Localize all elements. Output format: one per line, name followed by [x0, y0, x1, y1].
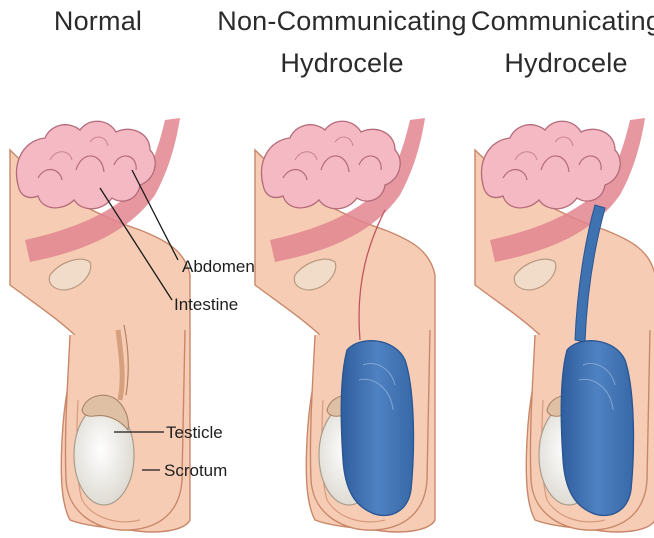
panel-communicating: Communicating Hydrocele [471, 6, 654, 532]
title-noncomm-line1: Non-Communicating [217, 6, 467, 36]
title-non-communicating: Non-Communicating [217, 6, 467, 36]
title-comm-line2: Hydrocele [504, 48, 627, 78]
title-communicating: Communicating [471, 6, 654, 36]
title-comm-line1: Communicating [471, 6, 654, 36]
label-abdomen: Abdomen [182, 257, 255, 276]
label-intestine: Intestine [174, 295, 238, 314]
title-communicating-2: Hydrocele [504, 48, 627, 78]
hydrocele-sac [341, 341, 413, 516]
label-scrotum: Scrotum [164, 461, 227, 480]
title-normal: Normal [54, 6, 142, 36]
label-testicle: Testicle [166, 423, 223, 442]
hydrocele-sac-communicating [561, 341, 633, 516]
title-non-communicating-2: Hydrocele [280, 48, 403, 78]
panel-normal: Normal [10, 6, 190, 532]
title-noncomm-line2: Hydrocele [280, 48, 403, 78]
title-normal-line1: Normal [54, 6, 142, 36]
